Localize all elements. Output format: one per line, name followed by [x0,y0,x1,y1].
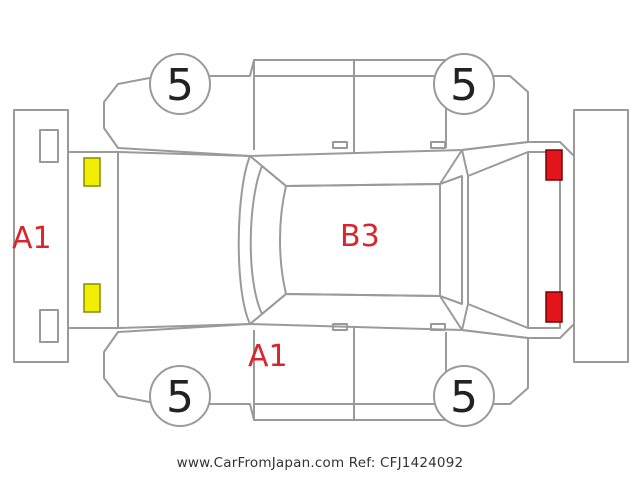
rear-bumper [573,109,629,363]
car-body [67,59,575,421]
tire-rear-left: 5 [433,53,495,115]
tire-rear-left-value: 5 [450,60,478,111]
headlight-markers [83,157,101,313]
tire-front-left: 5 [149,53,211,115]
tire-rear-right-value: 5 [450,372,478,423]
taillight-markers [545,149,563,323]
damage-code-roof: B3 [340,219,380,254]
tire-front-right-value: 5 [166,372,194,423]
damage-code-side-front: A1 [248,339,288,374]
footer-reference: www.CarFromJapan.com Ref: CFJ1424092 [176,455,464,471]
taillight-top-marker [545,149,563,181]
tire-front-left-value: 5 [166,60,194,111]
taillight-bottom-marker [545,291,563,323]
front-bumper [13,109,69,363]
tire-rear-right: 5 [433,365,495,427]
headlight-bottom-marker [83,283,101,313]
headlight-top-marker [83,157,101,187]
tire-front-right: 5 [149,365,211,427]
damage-code-front-bumper: A1 [12,221,52,256]
